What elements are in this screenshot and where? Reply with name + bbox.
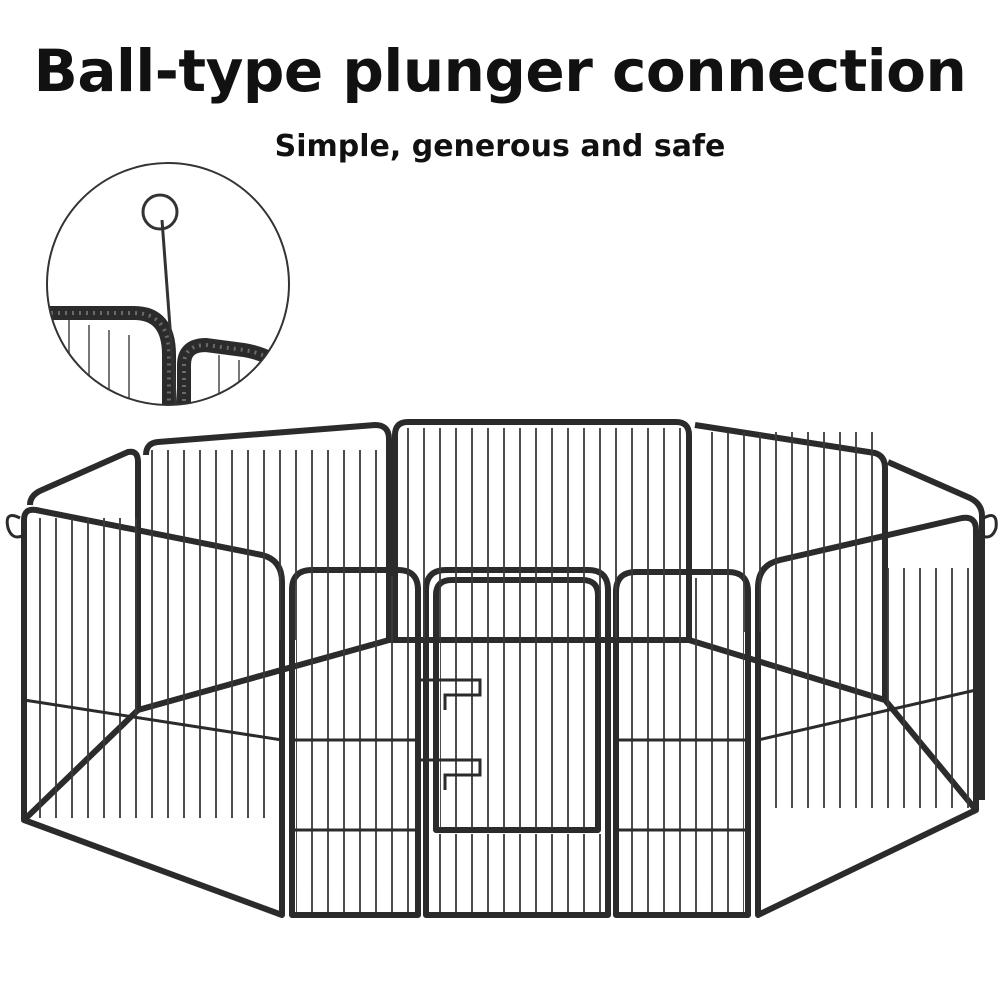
- plunger-detail-inset: [46, 162, 290, 406]
- headline: Ball-type plunger connection: [33, 37, 967, 105]
- subheadline: Simple, generous and safe: [274, 129, 726, 164]
- playpen-illustration: [5, 419, 998, 918]
